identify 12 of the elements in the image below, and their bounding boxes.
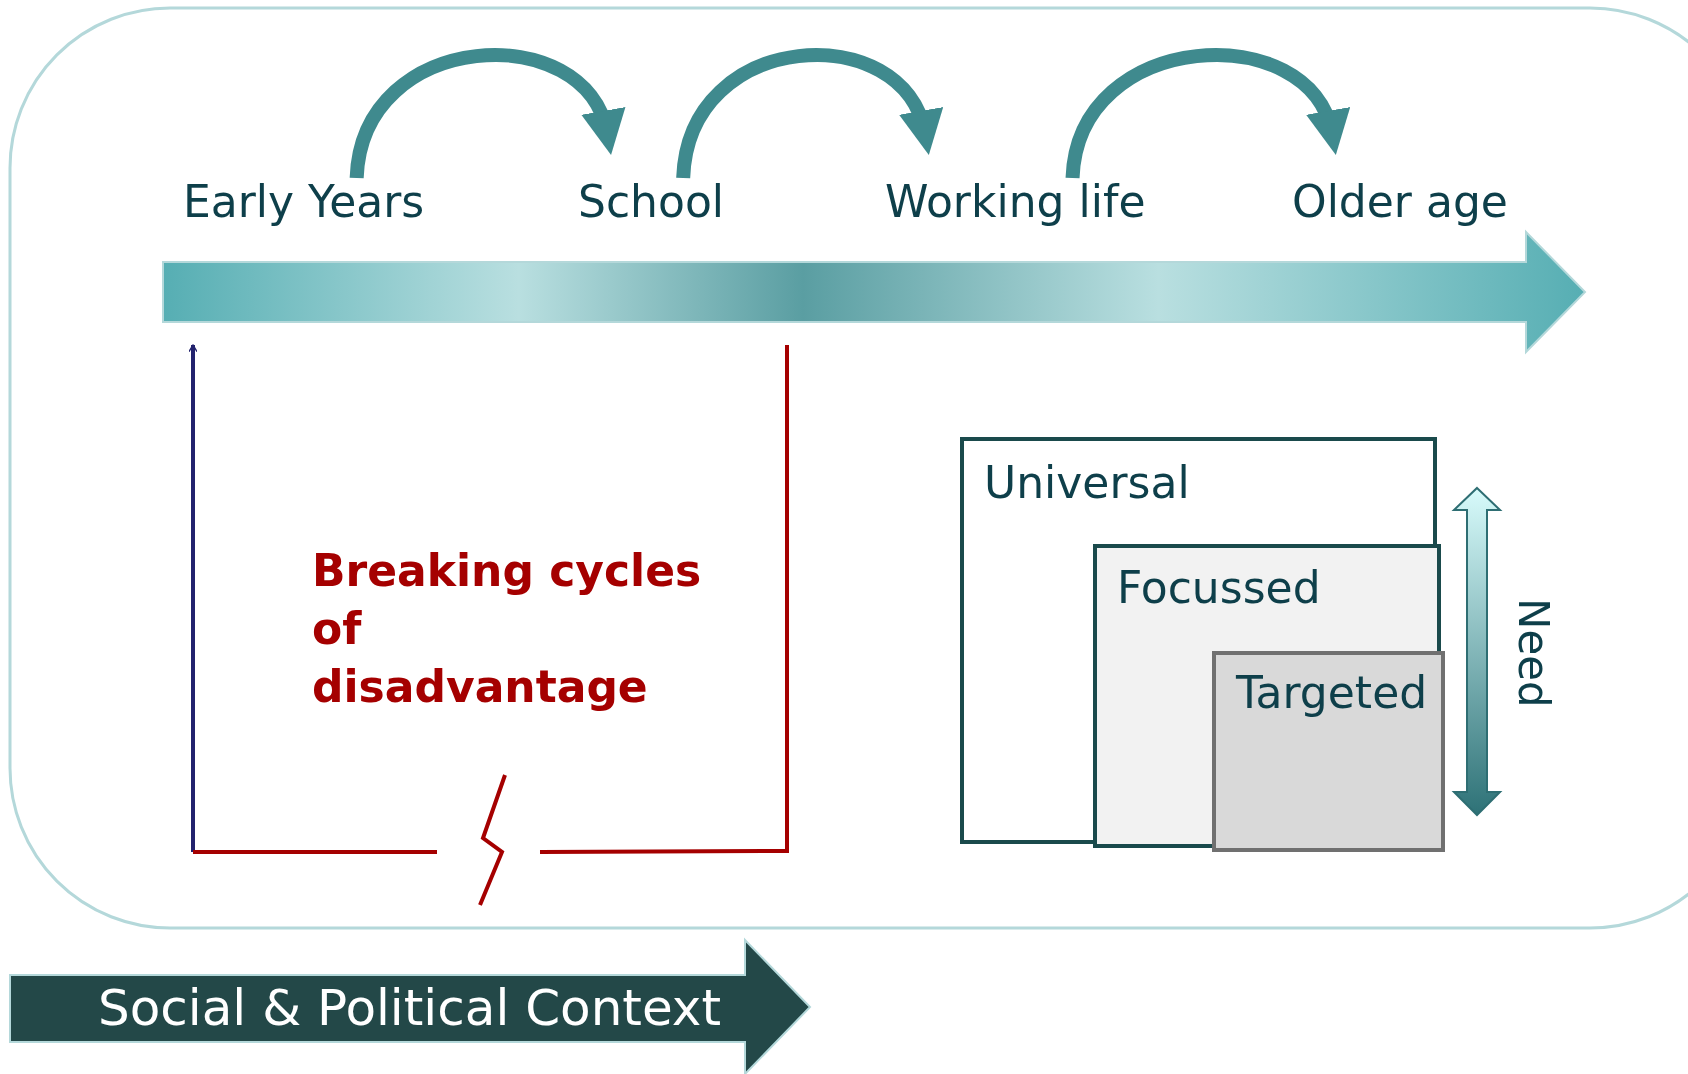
context-arrow [10,940,810,1074]
level-label: Universal [984,461,1190,505]
level-box [1212,651,1445,852]
stage-label: School [578,180,725,224]
stage-label: Older age [1292,180,1508,224]
level-label: Targeted [1236,671,1428,715]
stage-label: Early Years [183,180,425,224]
axis-label: Need [1512,598,1554,708]
level-label: Focussed [1117,566,1321,610]
stage-label: Working life [885,180,1146,224]
context-label: Social & Political Context [98,982,722,1034]
heading-text: Breaking cycles of disadvantage [312,544,703,714]
